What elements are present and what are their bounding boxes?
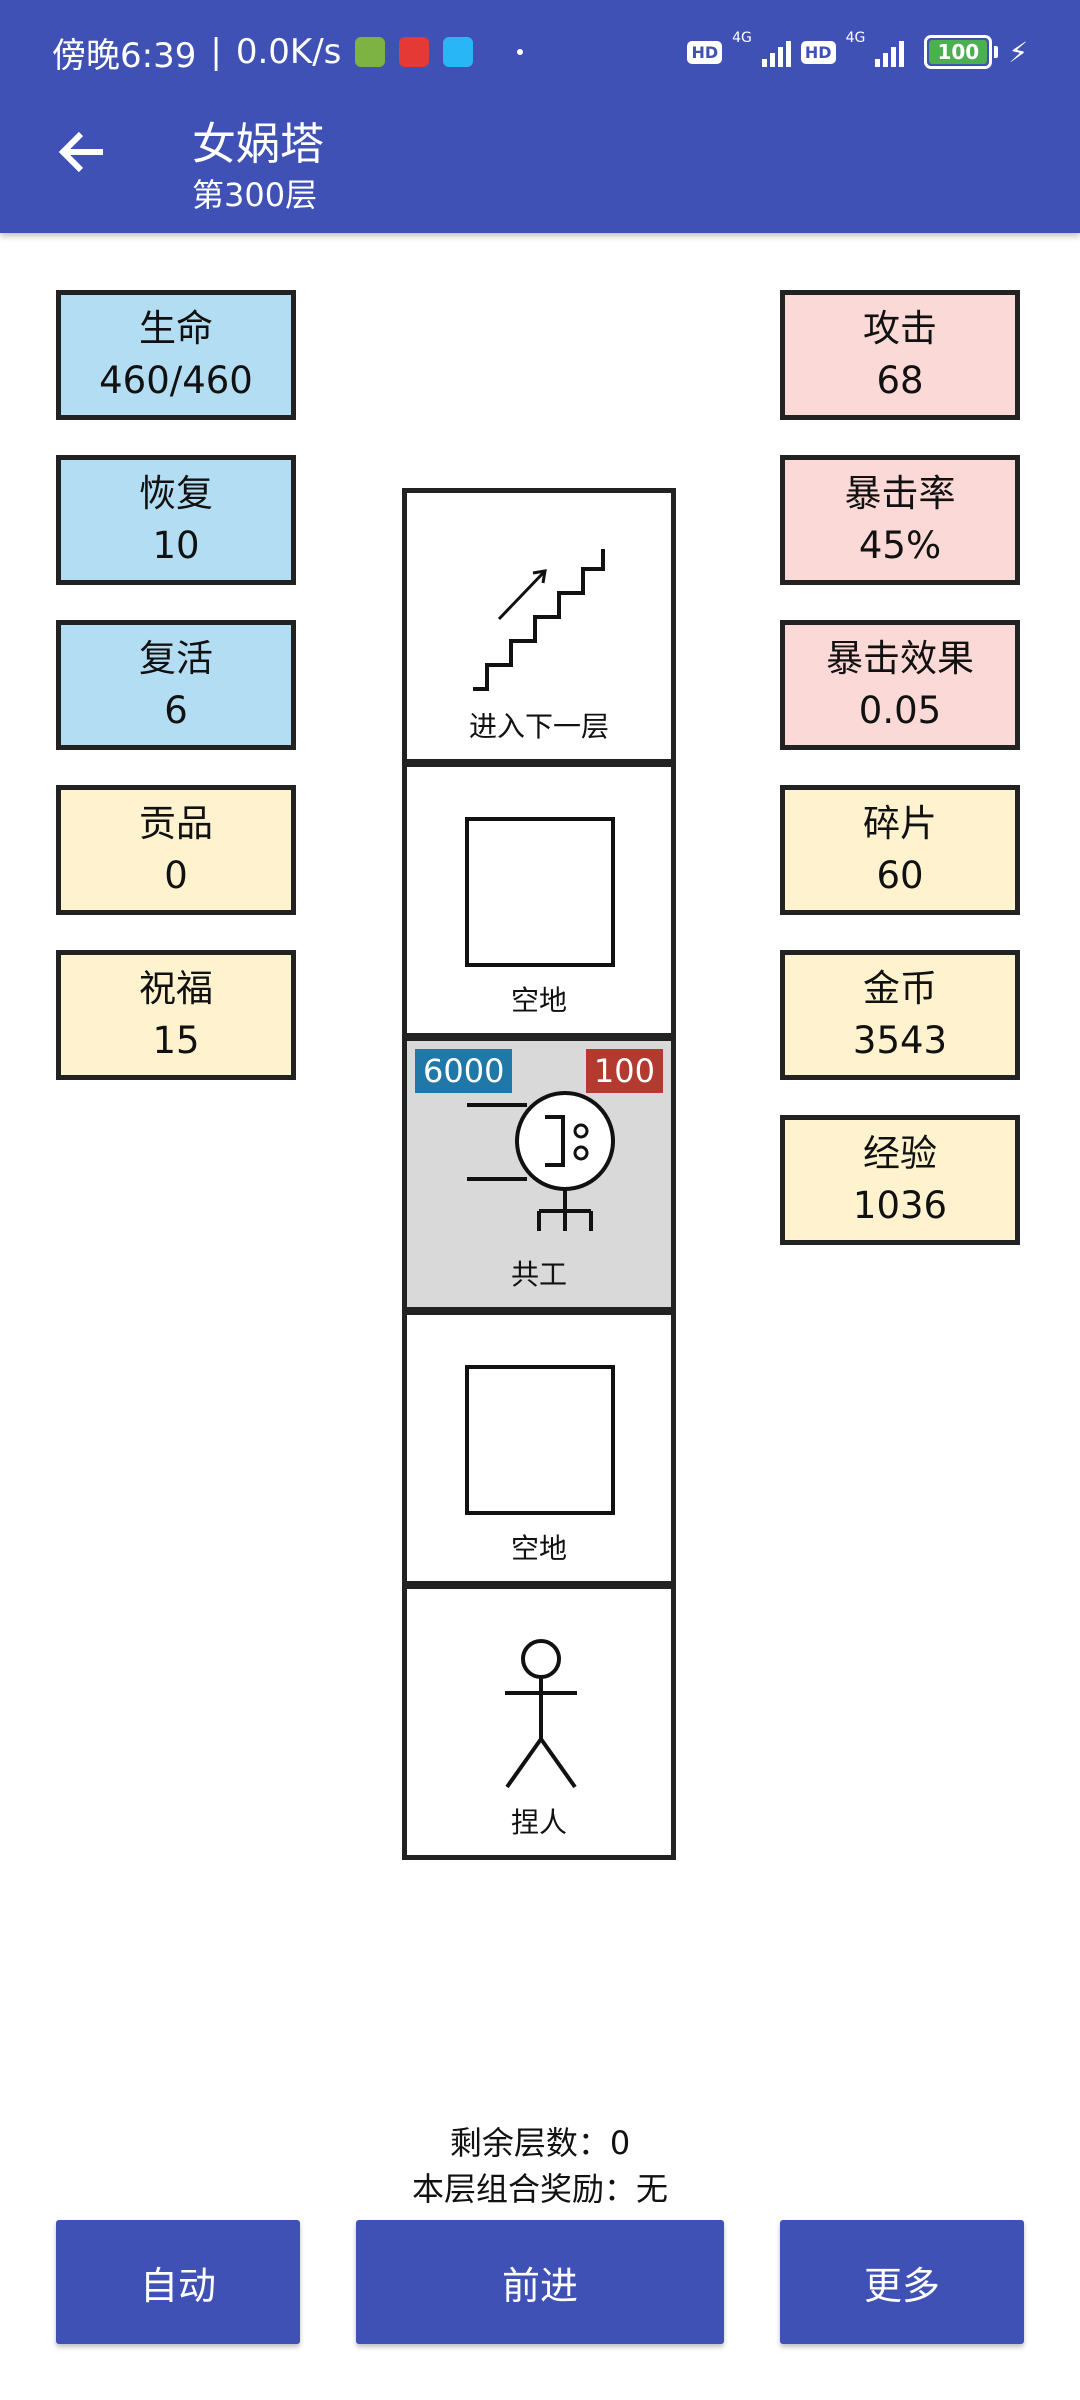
stat-label: 恢复 — [139, 472, 213, 516]
stat-revive: 复活 6 — [56, 620, 296, 750]
stat-label: 贡品 — [139, 802, 213, 846]
forward-button[interactable]: 前进 — [356, 2220, 724, 2344]
stick-figure-icon — [505, 1639, 577, 1789]
stat-value: 1036 — [852, 1184, 948, 1227]
tower-cell-stairs[interactable]: 进入下一层 — [402, 488, 676, 764]
app-notification-icon — [443, 37, 474, 67]
stat-value: 6 — [164, 689, 188, 732]
status-bar-right: HD 4G HD 4G 100 ⚡ — [687, 26, 1028, 78]
battery-level: 100 — [937, 40, 980, 64]
stat-value: 0.05 — [858, 689, 942, 732]
app-notification-icon — [355, 37, 386, 67]
floor-subtitle: 第300层 — [192, 176, 318, 214]
tower-cell-empty[interactable]: 空地 — [402, 762, 676, 1038]
stat-value: 3543 — [852, 1019, 948, 1062]
more-button[interactable]: 更多 — [780, 2220, 1024, 2344]
back-button[interactable] — [52, 122, 112, 182]
arrow-left-icon — [58, 131, 103, 173]
signal-icon — [875, 37, 905, 67]
stat-blessing: 祝福 15 — [56, 950, 296, 1080]
auto-button[interactable]: 自动 — [56, 2220, 300, 2344]
tower-cell-label: 空地 — [510, 984, 567, 1017]
stat-regen: 恢复 10 — [56, 455, 296, 585]
status-net-speed: 0.0K/s — [235, 32, 342, 72]
charging-icon: ⚡ — [1008, 35, 1028, 69]
more-notifications-icon — [517, 49, 524, 55]
stat-attack: 攻击 68 — [780, 290, 1020, 420]
stat-crit-rate: 暴击率 45% — [780, 455, 1020, 585]
enemy-attack-badge: 100 — [585, 1049, 663, 1093]
empty-square-icon — [465, 817, 615, 967]
stat-experience: 经验 1036 — [780, 1115, 1020, 1245]
tower-cell-label: 捏人 — [510, 1806, 567, 1839]
stat-value: 68 — [876, 359, 924, 402]
stat-label: 祝福 — [139, 967, 213, 1011]
status-time: 傍晚6:39 — [52, 35, 197, 76]
tower-cell-label: 共工 — [510, 1258, 567, 1291]
remaining-floors-text: 剩余层数：0 — [449, 2124, 631, 2162]
empty-square-icon — [465, 1365, 615, 1515]
tower-cell-player[interactable]: 捏人 — [402, 1584, 676, 1860]
stat-value: 45% — [858, 524, 942, 567]
stat-label: 经验 — [863, 1132, 937, 1176]
stat-value: 460/460 — [99, 359, 253, 402]
stat-label: 复活 — [139, 637, 213, 681]
tower-cell-label: 进入下一层 — [468, 710, 609, 743]
floor-bonus-text: 本层组合奖励：无 — [411, 2170, 668, 2208]
stat-label: 碎片 — [863, 802, 937, 846]
battery-fill — [929, 40, 988, 64]
stat-value: 0 — [164, 854, 188, 897]
hd-icon: HD — [687, 40, 723, 64]
stat-label: 金币 — [863, 967, 937, 1011]
network-type: 4G — [732, 30, 752, 46]
enemy-gonggong-icon — [467, 1091, 615, 1231]
tower-cell-enemy[interactable]: 6000 100 共工 — [402, 1036, 676, 1312]
tower-cell-label: 空地 — [510, 1532, 567, 1565]
signal-icon — [761, 37, 791, 67]
stat-fragments: 碎片 60 — [780, 785, 1020, 915]
status-bar-left: 傍晚6:39 | 0.0K/s — [52, 26, 524, 78]
stat-crit-effect: 暴击效果 0.05 — [780, 620, 1020, 750]
stat-value: 60 — [876, 854, 924, 897]
enemy-hp-badge: 6000 — [415, 1049, 513, 1093]
status-separator: | — [210, 32, 222, 72]
battery-icon: 100 — [924, 35, 993, 69]
stat-label: 暴击率 — [844, 472, 956, 516]
stairs-icon — [473, 549, 605, 691]
stat-value: 15 — [152, 1019, 200, 1062]
page-title: 女娲塔 — [192, 119, 324, 170]
stat-value: 10 — [152, 524, 200, 567]
app-notification-icon — [399, 37, 430, 67]
network-type: 4G — [845, 30, 866, 46]
hd-icon: HD — [800, 40, 836, 64]
stat-label: 生命 — [139, 307, 213, 351]
tower-cell-empty[interactable]: 空地 — [402, 1310, 676, 1586]
stat-tribute: 贡品 0 — [56, 785, 296, 915]
stat-label: 攻击 — [863, 307, 937, 351]
stat-hp: 生命 460/460 — [56, 290, 296, 420]
stat-label: 暴击效果 — [826, 637, 974, 681]
battery-cap-icon — [994, 46, 999, 58]
stat-gold: 金币 3543 — [780, 950, 1020, 1080]
app-bar: 傍晚6:39 | 0.0K/s HD 4G HD 4G 100 ⚡ 女娲塔 第3… — [0, 0, 1080, 233]
